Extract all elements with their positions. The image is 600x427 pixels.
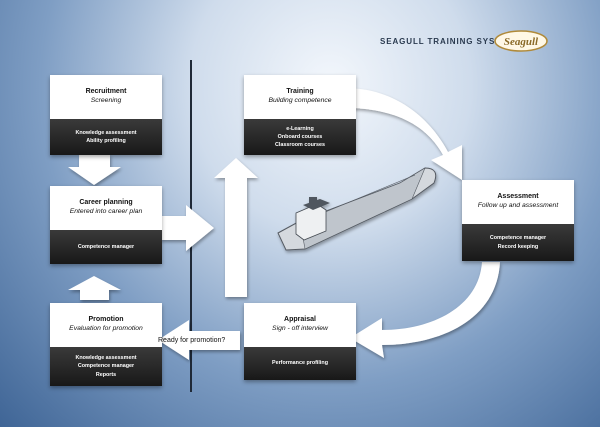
arrow-ready-to-promotion: [158, 320, 240, 360]
appraisal-title: Appraisal: [284, 316, 316, 324]
recruitment-item: Ability profiling: [86, 138, 126, 144]
career-title: Career planning: [79, 199, 133, 207]
seagull-logo: Seagull: [494, 30, 548, 52]
training-box: Training Building competence e-Learning …: [244, 75, 356, 155]
assessment-title: Assessment: [497, 193, 539, 201]
assessment-box: Assessment Follow up and assessment Comp…: [462, 180, 574, 261]
promotion-subtitle: Evaluation for promotion: [69, 325, 143, 333]
career-subtitle: Entered into career plan: [69, 208, 143, 216]
training-item: Onboard courses: [277, 133, 323, 140]
arrow-assessment-to-appraisal: [350, 262, 500, 358]
training-subtitle: Building competence: [268, 97, 332, 105]
arrow-recruit-to-career: [68, 155, 121, 185]
appraisal-subtitle: Sign - off interview: [272, 325, 328, 333]
recruitment-title: Recruitment: [85, 88, 127, 96]
recruitment-item: Knowledge assessment: [75, 129, 137, 136]
arrow-training-to-assessment: [345, 88, 462, 180]
arrow-promotion-to-career: [68, 276, 121, 300]
assessment-item: Competence manager: [489, 235, 547, 242]
brand-title: SEAGULL TRAINING SYSTEM: [380, 37, 515, 46]
promotion-item: Competence manager: [77, 363, 135, 370]
training-item: e-Learning: [286, 125, 314, 132]
ready-for-promotion-label: Ready for promotion?: [158, 337, 226, 344]
appraisal-item: Performance profiling: [271, 360, 328, 367]
promotion-box: Promotion Evaluation for promotion Knowl…: [50, 303, 162, 386]
svg-text:Seagull: Seagull: [504, 36, 539, 48]
recruitment-subtitle: Screening: [90, 97, 122, 105]
training-title: Training: [286, 88, 314, 96]
assessment-subtitle: Follow up and assessment: [477, 202, 559, 210]
promotion-title: Promotion: [88, 316, 124, 324]
promotion-item: Reports: [95, 371, 117, 378]
promotion-item: Knowledge assessment: [75, 355, 137, 362]
assessment-item: Record keeping: [497, 243, 539, 250]
career-item: Competence manager: [77, 243, 135, 250]
arrow-career-to-cycle: [160, 205, 214, 251]
ship-illustration: [277, 167, 437, 251]
arrow-appraisal-to-training: [214, 158, 258, 297]
training-item: Classroom courses: [274, 142, 326, 149]
recruitment-box: Recruitment Screening Knowledge assessme…: [50, 75, 162, 155]
career-planning-box: Career planning Entered into career plan…: [50, 186, 162, 264]
appraisal-box: Appraisal Sign - off interview Performan…: [244, 303, 356, 380]
